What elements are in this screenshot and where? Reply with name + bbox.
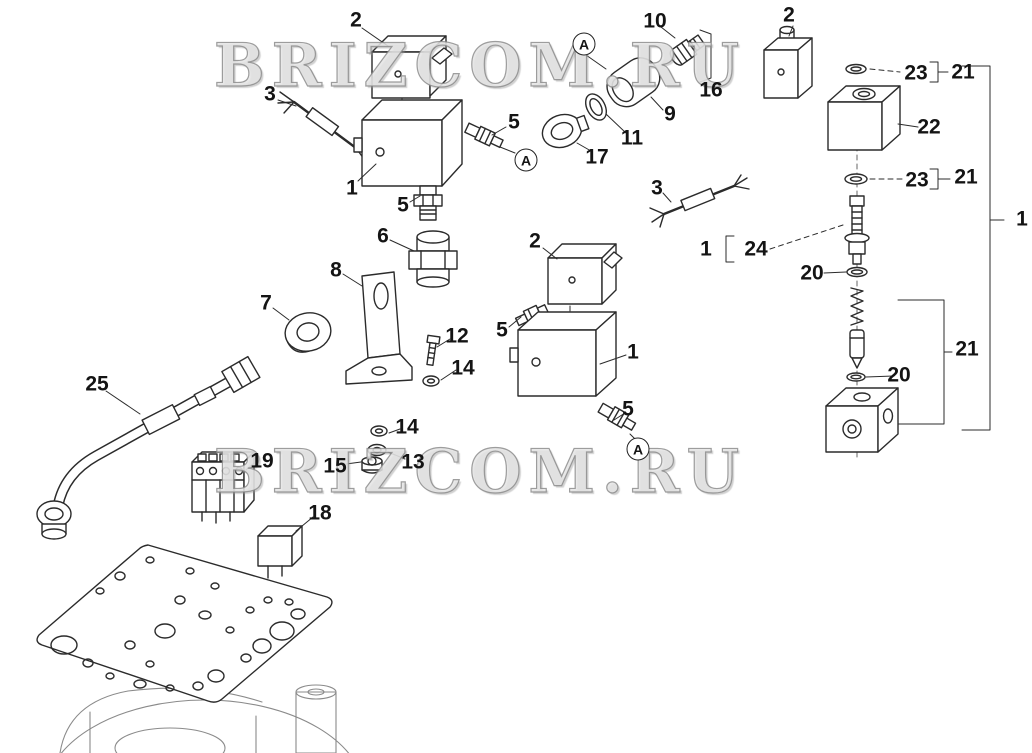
ref-mark-a-top: A: [572, 32, 596, 56]
plunger-21: [849, 329, 865, 369]
part-label-14: 14: [451, 356, 475, 380]
part-label-21: 21: [951, 60, 975, 84]
part-label-18: 18: [308, 501, 332, 525]
o-ring-20-upper: [846, 266, 868, 278]
bracket-8: [345, 271, 413, 385]
part-label-7: 7: [260, 291, 272, 315]
washer-14-lower: [370, 425, 388, 437]
solenoid-coil-2-middle: [547, 243, 623, 329]
part-label-5: 5: [397, 193, 409, 217]
relay-18: [257, 525, 303, 579]
mounting-plate: [36, 544, 333, 703]
part-label-13: 13: [401, 450, 425, 474]
part-label-3: 3: [264, 82, 276, 106]
part-label-10: 10: [643, 9, 667, 33]
solenoid-coil-2-left: [371, 35, 453, 117]
ref-mark-a-left: A: [514, 148, 538, 172]
part-label-20: 20: [887, 363, 911, 387]
part-label-1: 1: [700, 237, 712, 261]
solenoid-valve-1-left: [353, 99, 463, 187]
part-label-23: 23: [904, 61, 928, 85]
part-label-22: 22: [917, 115, 941, 139]
o-ring-20-lower: [846, 372, 866, 382]
part-label-3: 3: [651, 176, 663, 200]
part-label-12: 12: [445, 324, 469, 348]
part-label-9: 9: [664, 102, 676, 126]
solenoid-coil-2-right: [763, 25, 813, 99]
ref-mark-a-middle: A: [626, 437, 650, 461]
fitting-6: [408, 230, 458, 288]
leader-lines: [105, 26, 676, 532]
part-label-15: 15: [323, 454, 347, 478]
cylinder-9: [606, 57, 661, 108]
washer-13: [367, 443, 387, 457]
plug-17: [541, 113, 590, 149]
solenoid-valve-1-middle: [509, 311, 617, 397]
part-label-2: 2: [783, 3, 795, 27]
bracket-16: [699, 29, 712, 83]
washer-23-upper: [845, 63, 901, 75]
part-label-2: 2: [529, 229, 541, 253]
part-label-11: 11: [620, 126, 644, 150]
part-label-25: 25: [85, 372, 109, 396]
part-label-6: 6: [377, 224, 389, 248]
o-ring-11: [584, 93, 608, 121]
fitting-10: [669, 34, 706, 66]
valve-stem-24: [844, 195, 870, 265]
fitting-5-left-bottom: [413, 185, 443, 221]
part-label-14: 14: [395, 415, 419, 439]
valve-assembly-right: [763, 25, 903, 459]
part-label-20: 20: [800, 261, 824, 285]
leader-lines-right: [725, 25, 1005, 431]
part-label-21: 21: [954, 165, 978, 189]
screw-12: [426, 334, 441, 366]
valve-body-cube: [825, 387, 899, 453]
nut-15: [361, 456, 383, 474]
hose-assembly-25: [36, 355, 261, 540]
part-label-2: 2: [350, 8, 362, 32]
washer-23-lower: [844, 173, 903, 185]
fitting-5-left-side: [464, 122, 504, 149]
terminal-block-19: [191, 451, 255, 524]
part-label-5: 5: [508, 110, 520, 134]
spring-21: [850, 287, 864, 326]
grommet-7: [284, 312, 332, 353]
part-label-24: 24: [744, 237, 768, 261]
part-label-23: 23: [905, 168, 929, 192]
part-label-5: 5: [622, 397, 634, 421]
washer-14-upper: [422, 375, 440, 387]
part-label-17: 17: [585, 145, 609, 169]
cable-3-right: [649, 174, 750, 228]
coil-22: [827, 85, 901, 151]
part-label-16: 16: [699, 78, 723, 102]
part-label-8: 8: [330, 258, 342, 282]
part-label-19: 19: [250, 449, 274, 473]
part-label-5: 5: [496, 318, 508, 342]
part-label-1: 1: [1016, 207, 1028, 231]
part-label-21: 21: [955, 337, 979, 361]
part-label-1: 1: [627, 340, 639, 364]
part-label-1: 1: [346, 176, 358, 200]
